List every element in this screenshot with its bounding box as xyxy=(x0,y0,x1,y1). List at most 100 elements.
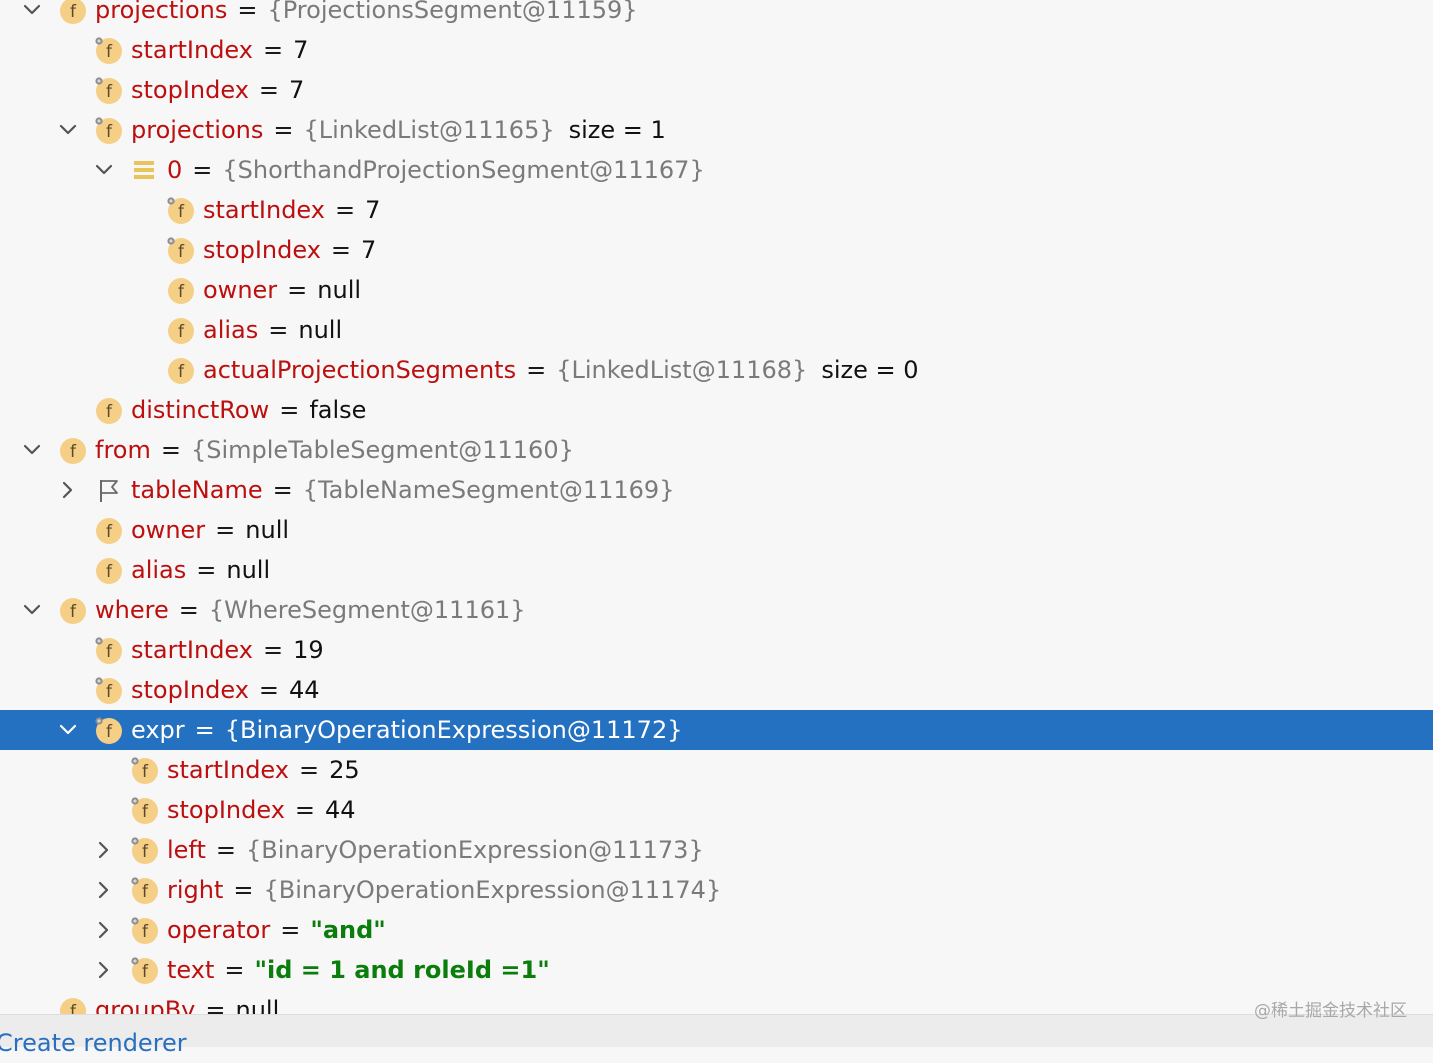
variable-name: groupBy xyxy=(95,996,196,1014)
chevron-down-icon[interactable] xyxy=(20,0,44,22)
collection-size: size = 1 xyxy=(568,116,666,144)
variable-value: 7 xyxy=(289,76,305,104)
variable-name: expr xyxy=(131,716,185,744)
svg-text:f: f xyxy=(178,242,185,262)
chevron-down-icon[interactable] xyxy=(20,438,44,462)
chevron-right-icon[interactable] xyxy=(92,878,116,902)
svg-text:f: f xyxy=(106,402,113,422)
tree-row-tableName[interactable]: tableName={TableNameSegment@11169} xyxy=(0,470,1433,510)
chevron-right-icon[interactable] xyxy=(92,958,116,982)
chevron-down-icon[interactable] xyxy=(56,118,80,142)
variable-value: null xyxy=(317,276,362,304)
variable-name: text xyxy=(167,956,215,984)
equals-sign: = xyxy=(294,796,316,824)
variable-value: null xyxy=(298,316,343,344)
final-field-icon: f xyxy=(94,716,124,746)
variable-name: left xyxy=(167,836,206,864)
object-reference: {ShorthandProjectionSegment@11167} xyxy=(222,156,705,184)
flag-icon xyxy=(94,476,124,506)
equals-sign: = xyxy=(258,676,280,704)
svg-text:f: f xyxy=(70,2,77,22)
final-field-icon: f xyxy=(130,756,160,786)
final-field-icon: f xyxy=(166,236,196,266)
equals-sign: = xyxy=(268,316,289,344)
object-reference: {LinkedList@11168} xyxy=(556,356,808,384)
equals-sign: = xyxy=(196,556,217,584)
svg-text:f: f xyxy=(106,122,113,142)
field-icon: f xyxy=(58,0,88,26)
object-reference: {BinaryOperationExpression@11174} xyxy=(263,876,722,904)
equals-sign: = xyxy=(272,476,293,504)
object-reference: {LinkedList@11165} xyxy=(303,116,555,144)
chevron-down-icon[interactable] xyxy=(56,718,80,742)
object-reference: {BinaryOperationExpression@11173} xyxy=(245,836,704,864)
variable-name: right xyxy=(167,876,224,904)
chevron-right-icon[interactable] xyxy=(56,478,80,502)
svg-text:f: f xyxy=(70,602,77,622)
chevron-right-icon[interactable] xyxy=(92,838,116,862)
variable-value: 19 xyxy=(293,636,324,664)
tree-row-0[interactable]: 0={ShorthandProjectionSegment@11167} xyxy=(0,150,1433,190)
equals-sign: = xyxy=(526,356,547,384)
object-reference: {SimpleTableSegment@11160} xyxy=(190,436,574,464)
field-icon: f xyxy=(58,436,88,466)
object-reference: {BinaryOperationExpression@11172} xyxy=(224,716,683,744)
equals-sign: = xyxy=(192,156,213,184)
svg-text:f: f xyxy=(106,722,113,742)
svg-text:f: f xyxy=(178,322,185,342)
variable-name: owner xyxy=(131,516,206,544)
svg-text:f: f xyxy=(106,682,113,702)
equals-sign: = xyxy=(334,196,356,224)
field-icon: f xyxy=(58,996,88,1014)
variable-name: distinctRow xyxy=(131,396,270,424)
chevron-down-icon[interactable] xyxy=(92,158,116,182)
variable-value: false xyxy=(309,396,367,424)
chevron-right-icon[interactable] xyxy=(92,918,116,942)
variable-name: stopIndex xyxy=(131,76,249,104)
create-renderer-link[interactable]: Create renderer xyxy=(0,1029,187,1057)
svg-text:f: f xyxy=(70,1002,77,1014)
chevron-down-icon[interactable] xyxy=(20,598,44,622)
final-field-icon: f xyxy=(130,956,160,986)
field-icon: f xyxy=(166,356,196,386)
collection-size: size = 0 xyxy=(821,356,919,384)
svg-text:f: f xyxy=(106,82,113,102)
final-field-icon: f xyxy=(130,876,160,906)
field-icon: f xyxy=(58,596,88,626)
variable-value: 7 xyxy=(293,36,309,64)
equals-sign: = xyxy=(160,436,181,464)
equals-sign: = xyxy=(237,0,258,24)
equals-sign: = xyxy=(224,956,245,984)
variable-value: 7 xyxy=(365,196,381,224)
variable-value: "id = 1 and roleId =1" xyxy=(254,956,550,984)
final-field-icon: f xyxy=(94,676,124,706)
final-field-icon: f xyxy=(94,636,124,666)
equals-sign: = xyxy=(262,636,284,664)
variable-name: startIndex xyxy=(131,36,253,64)
